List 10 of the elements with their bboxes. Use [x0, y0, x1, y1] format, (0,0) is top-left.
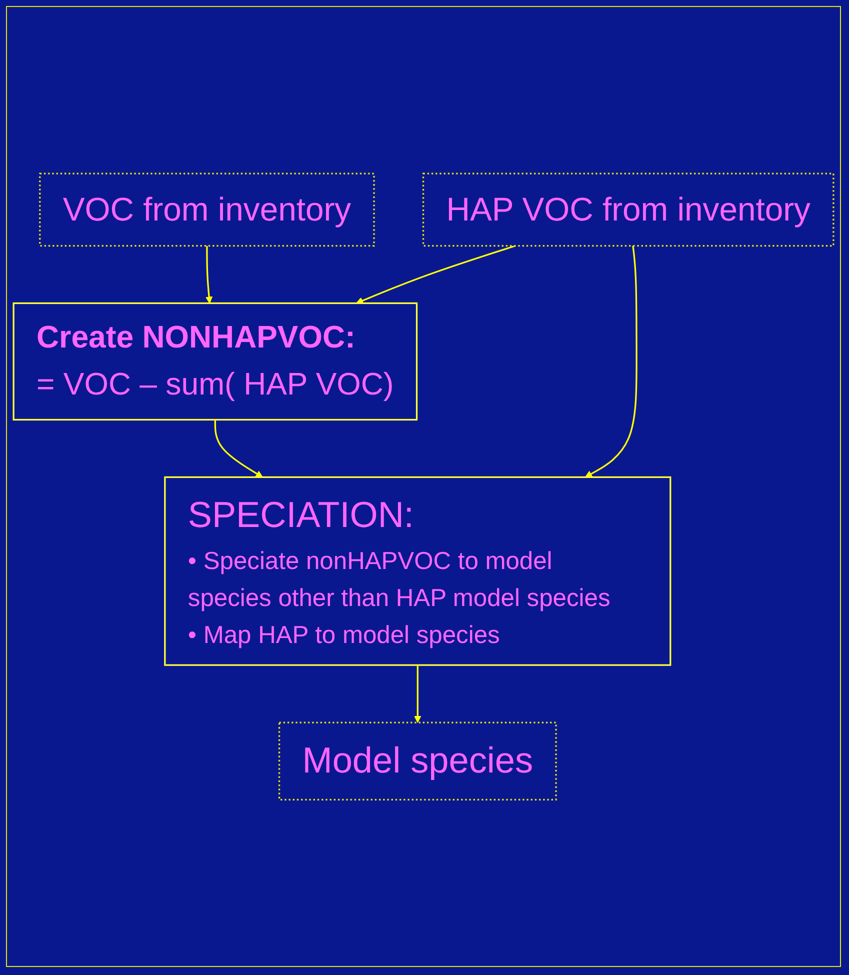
node-box: VOC from inventory [39, 172, 375, 246]
arrow [214, 420, 263, 478]
arrow [584, 246, 638, 478]
arrow [205, 246, 213, 304]
node-box: HAP VOC from inventory [422, 172, 834, 246]
arrow [414, 664, 422, 723]
node-box: Create NONHAPVOC: = VOC – sum( HAP VOC) [12, 302, 418, 420]
node-box: Model species [278, 722, 557, 800]
node-box: SPECIATION: • Speciate nonHAPVOC to model species other than HAP model species • Map HAP to model species [164, 476, 672, 666]
arrow [356, 244, 516, 304]
